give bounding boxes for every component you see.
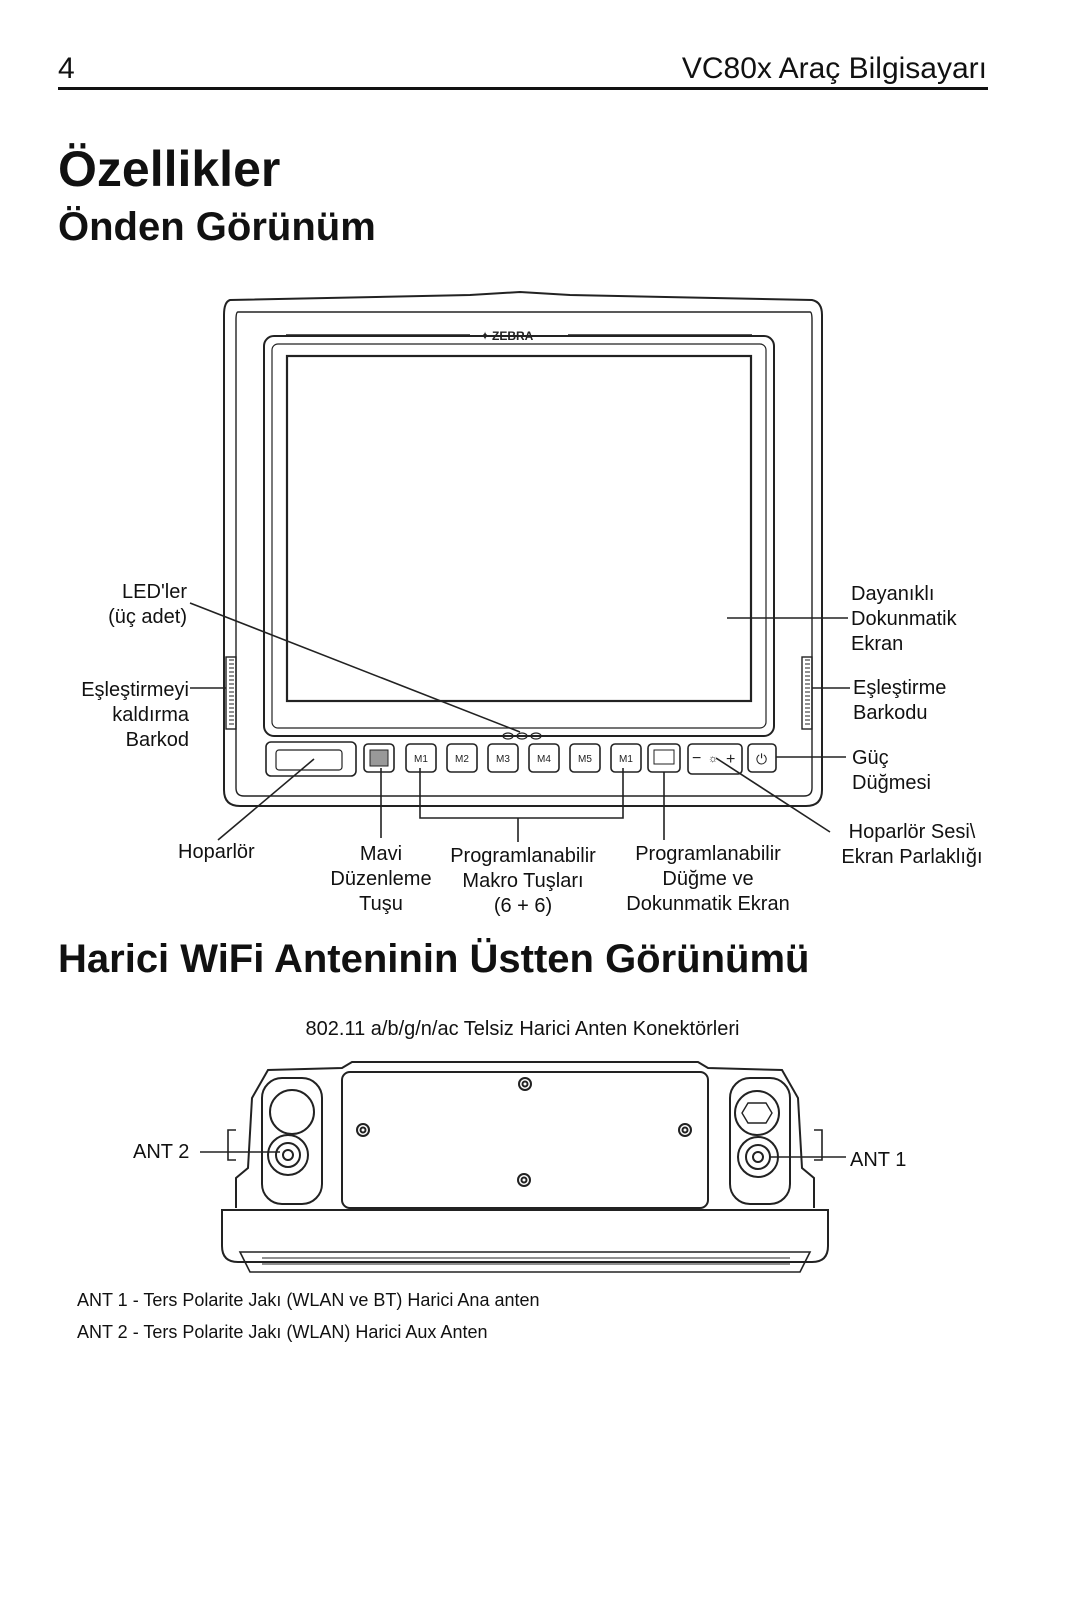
macro-key-1 (405, 743, 437, 773)
svg-text:⏻: ⏻ (756, 751, 767, 767)
label-ant2: ANT 2 (133, 1141, 190, 1163)
macro-key-label-1: M1 (414, 754, 428, 765)
svg-text:−: − (692, 750, 701, 767)
section-title: Özellikler (58, 141, 281, 197)
antenna-caption: 802.11 a/b/g/n/ac Telsiz Harici Anten Ko… (305, 1018, 740, 1040)
label-leds: LED'ler (üç adet) (108, 581, 187, 628)
macro-key-label-3: M3 (496, 754, 510, 765)
label-volume-brightness: Hoparlör Sesi\ Ekran Parlaklığı (841, 821, 983, 868)
macro-key-2 (446, 743, 478, 773)
zebra-logo-text: ZEBRA (492, 329, 534, 343)
document-title: VC80x Araç Bilgisayarı (681, 52, 987, 85)
macro-key-4 (528, 743, 560, 773)
macro-key-label-2: M2 (455, 754, 469, 765)
label-unpair-barcode: Eşleştirmeyi kaldırma Barkod (81, 679, 189, 751)
label-touch-screen: Dayanıklı Dokunmatik Ekran (851, 583, 957, 655)
macro-key-6 (610, 743, 642, 773)
label-programmable-button: Programlanabilir Düğme ve Dokunmatik Ekr… (626, 843, 790, 915)
macro-key-3 (487, 743, 519, 773)
note-ant1: ANT 1 - Ters Polarite Jakı (WLAN ve BT) … (77, 1290, 540, 1310)
label-pair-barcode: Eşleştirme Barkodu (853, 677, 947, 724)
label-macro-keys: Programlanabilir Makro Tuşları (6 + 6) (450, 845, 596, 917)
antenna-view-title: Harici WiFi Anteninin Üstten Görünümü (58, 937, 810, 981)
svg-text:☼: ☼ (708, 753, 718, 765)
front-view-title: Önden Görünüm (58, 205, 376, 249)
page-number: 4 (58, 52, 75, 85)
label-speaker: Hoparlör (178, 841, 255, 863)
label-ant1: ANT 1 (850, 1149, 907, 1171)
macro-key-5 (569, 743, 601, 773)
macro-key-label-6: M1 (619, 754, 633, 765)
label-blue-key: Mavi Düzenleme Tuşu (330, 843, 432, 915)
macro-key-label-5: M5 (578, 754, 592, 765)
svg-text:✦: ✦ (480, 329, 490, 343)
label-power-button: Güç Düğmesi (852, 747, 931, 794)
header-rule (58, 87, 988, 90)
macro-key-label-4: M4 (537, 754, 551, 765)
svg-text:+: + (726, 751, 735, 768)
note-ant2: ANT 2 - Ters Polarite Jakı (WLAN) Harici… (77, 1322, 488, 1342)
